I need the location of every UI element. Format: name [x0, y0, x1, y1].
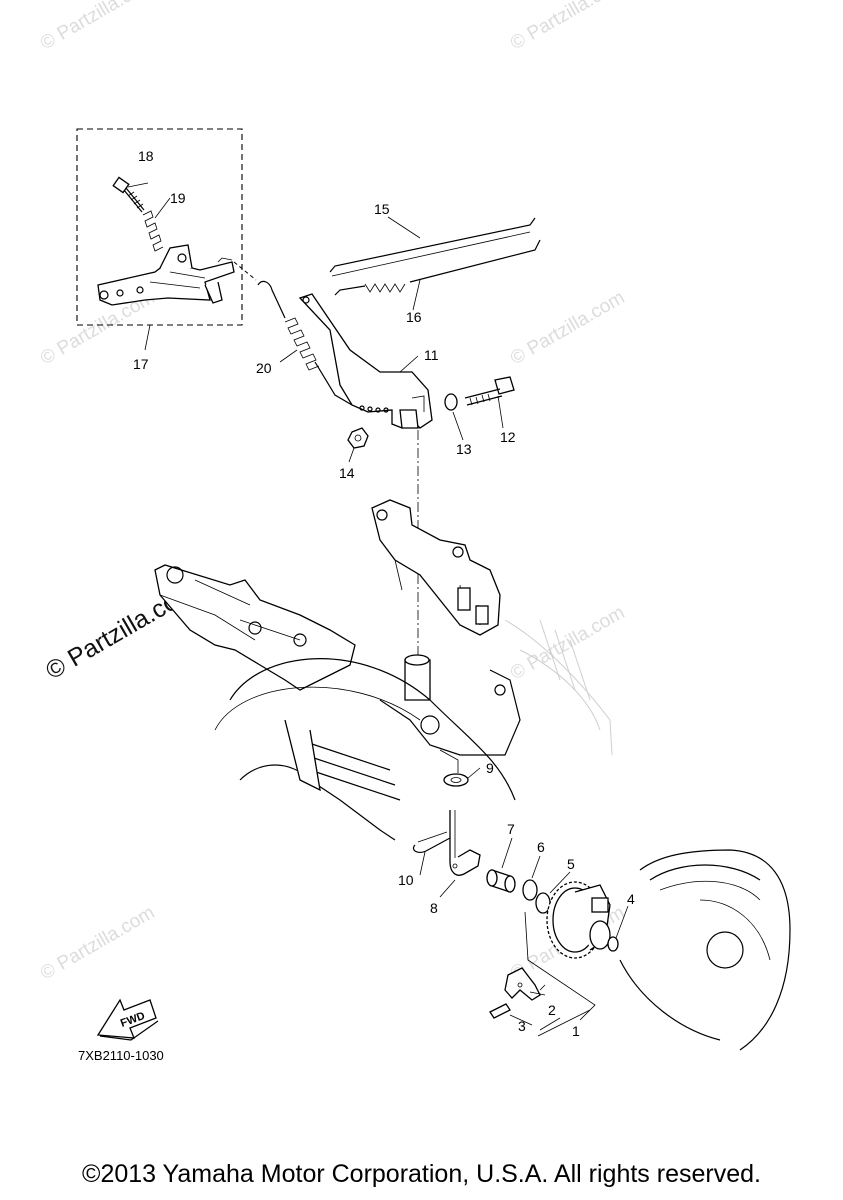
callout-16: 16 — [406, 309, 422, 325]
callout-17: 17 — [133, 356, 149, 372]
callout-9: 9 — [486, 760, 494, 776]
part-10-pin — [412, 831, 451, 854]
callout-labels: 1 2 3 4 5 6 7 8 9 10 11 12 13 14 15 16 1… — [133, 148, 635, 1039]
diagram-code: 7XB2110-1030 — [78, 1048, 164, 1063]
callout-1: 1 — [572, 1023, 580, 1039]
part-17-governor-bracket — [97, 244, 235, 306]
callout-19: 19 — [170, 190, 186, 206]
part-9-washer — [439, 749, 469, 787]
callout-13: 13 — [456, 441, 472, 457]
part-3-pin — [489, 1003, 511, 1019]
callout-14: 14 — [339, 465, 355, 481]
part-4-washer — [607, 936, 619, 952]
leader-lines — [127, 182, 629, 1037]
watermark: © Partzilla.com — [37, 902, 158, 984]
callout-11: 11 — [424, 347, 439, 363]
callout-7: 7 — [507, 821, 515, 837]
part-13-washer — [444, 393, 458, 411]
crankcase-housing — [154, 499, 613, 841]
part-5-washer — [535, 892, 551, 914]
part-6-washer — [522, 879, 538, 901]
callout-5: 5 — [567, 856, 575, 872]
part-7-sleeve — [486, 869, 516, 893]
fwd-arrow: FWD — [96, 998, 159, 1041]
callout-6: 6 — [537, 839, 545, 855]
watermark: © Partzilla.com — [507, 287, 628, 369]
part-12-bolt — [464, 376, 515, 406]
right-housing — [619, 849, 791, 1051]
part-8-governor-shaft — [449, 810, 481, 876]
part-18-screw — [112, 176, 145, 213]
leader-dashed — [233, 261, 257, 281]
copyright-notice: ©2013 Yamaha Motor Corporation, U.S.A. A… — [82, 1160, 761, 1188]
callout-20: 20 — [256, 360, 272, 376]
watermark: © Partzilla.com — [507, 0, 628, 54]
watermark-group: © Partzilla.com © Partzilla.com © Partzi… — [37, 0, 628, 984]
assembly-17-dashed-box — [76, 128, 243, 326]
callout-3: 3 — [518, 1018, 526, 1034]
part-1-governor-gear-assembly — [546, 881, 611, 959]
watermark: © Partzilla.com — [507, 602, 628, 684]
callout-18: 18 — [138, 148, 154, 164]
callout-4: 4 — [627, 891, 635, 907]
callout-15: 15 — [374, 201, 390, 217]
part-14-nut — [347, 427, 369, 449]
callout-12: 12 — [500, 429, 516, 445]
part-16-rod-spring — [334, 239, 541, 296]
part-20-spring — [257, 280, 353, 406]
callout-8: 8 — [430, 900, 438, 916]
part-19-spring — [142, 210, 164, 252]
callout-2: 2 — [548, 1002, 556, 1018]
part-15-control-rod — [329, 217, 536, 277]
part-2-clip — [504, 967, 546, 1001]
watermark: © Partzilla.com — [37, 0, 158, 54]
callout-10: 10 — [398, 872, 414, 888]
part-11-governor-lever — [298, 293, 433, 429]
